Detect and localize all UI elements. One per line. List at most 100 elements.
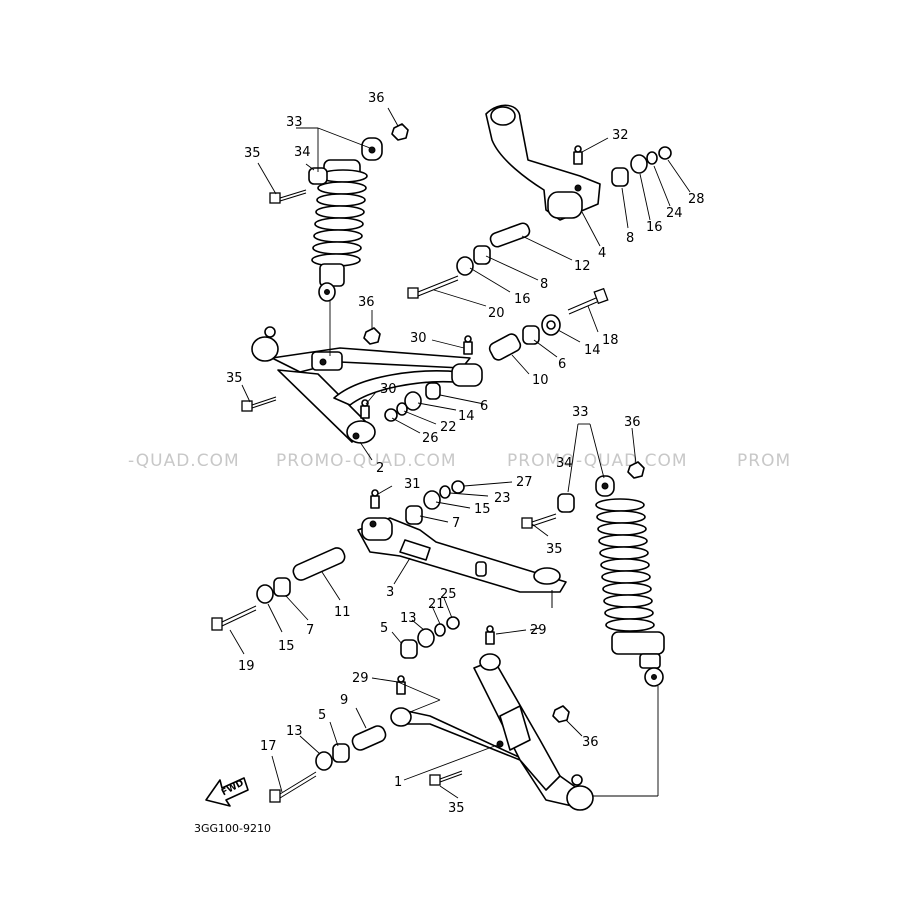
nut-36-arm2 <box>363 327 381 345</box>
bolt-35-arm1 <box>429 770 463 786</box>
part-label: 16 <box>646 220 663 235</box>
part-label: 14 <box>458 409 475 424</box>
watermark-text: -QUAD.COM <box>128 451 240 471</box>
part-label: 24 <box>666 206 683 221</box>
shock-absorber-left <box>311 137 383 302</box>
part-label: 17 <box>260 739 277 754</box>
part-label: 29 <box>352 671 369 686</box>
bolt-18 <box>567 287 609 315</box>
part-label: 35 <box>448 801 465 816</box>
collar-9 <box>351 725 387 751</box>
bolt-35-arm2 <box>241 396 277 412</box>
part-label: 6 <box>480 399 488 414</box>
lower-arm-1 <box>390 653 594 811</box>
part-label: 22 <box>440 420 457 435</box>
washer-23 <box>439 485 451 499</box>
part-label: 34 <box>556 456 573 471</box>
part-label: 3 <box>386 585 394 600</box>
nut-26 <box>384 408 398 422</box>
part-label: 13 <box>400 611 417 626</box>
watermark-text: PROMO-QUAD.COM <box>507 451 688 471</box>
part-label: 5 <box>380 621 388 636</box>
part-label: 10 <box>532 373 549 388</box>
grease-nipple-29-top <box>485 625 495 645</box>
nut-36-left-top <box>391 123 409 141</box>
part-label: 27 <box>516 475 533 490</box>
part-label: 36 <box>624 415 641 430</box>
collar-10 <box>488 333 522 361</box>
bolt-20 <box>407 275 459 299</box>
nut-36-right-top <box>627 461 645 479</box>
bolt-35-left-top <box>269 189 307 204</box>
part-label: 32 <box>612 128 629 143</box>
part-label: 28 <box>688 192 705 207</box>
part-label: 36 <box>368 91 385 106</box>
shock-absorber-right <box>595 475 665 687</box>
part-label: 6 <box>558 357 566 372</box>
part-label: 9 <box>340 693 348 708</box>
watermark-text: PROMO-QUAD.COM <box>276 451 457 471</box>
grease-nipple-29-bottom <box>396 675 406 695</box>
washer-15-upper <box>423 490 441 510</box>
upper-arm-4 <box>485 104 601 221</box>
part-label: 11 <box>334 605 351 620</box>
fwd-arrow-icon: FWD <box>205 777 249 807</box>
grease-nipple-32 <box>573 145 583 165</box>
lower-arm-3 <box>357 517 567 608</box>
part-label: 7 <box>306 623 314 638</box>
part-label: 2 <box>376 461 384 476</box>
part-label: 8 <box>540 277 548 292</box>
part-label: 13 <box>286 724 303 739</box>
collar-12 <box>489 222 531 248</box>
washer-13-lower <box>315 751 333 771</box>
part-label: 15 <box>278 639 295 654</box>
upper-arm-2 <box>251 326 483 444</box>
part-label: 19 <box>238 659 255 674</box>
bolt-19 <box>211 605 257 631</box>
part-label: 8 <box>626 231 634 246</box>
part-label: 16 <box>514 292 531 307</box>
leader-lines <box>229 107 691 799</box>
bushing-7-lower <box>273 577 291 597</box>
part-label: 36 <box>582 735 599 750</box>
part-label: 34 <box>294 145 311 160</box>
grease-nipple-30-bottom <box>360 399 370 419</box>
bushing-34-right <box>557 493 575 513</box>
washer-16-right <box>630 154 648 174</box>
part-label: 35 <box>546 542 563 557</box>
diagram-code: 3GG100-9210 <box>194 822 271 835</box>
part-label: 26 <box>422 431 439 446</box>
nut-25 <box>446 616 460 630</box>
grease-nipple-31 <box>370 489 380 509</box>
grease-nipple-30-top <box>463 335 473 355</box>
part-label: 1 <box>394 775 402 790</box>
washer-14-upper <box>541 314 561 336</box>
part-label: 21 <box>428 597 445 612</box>
part-label: 5 <box>318 708 326 723</box>
nut-36-arm1 <box>552 705 570 723</box>
part-label: 31 <box>404 477 421 492</box>
part-label: 20 <box>488 306 505 321</box>
bushing-7-upper <box>405 505 423 525</box>
part-label: 18 <box>602 333 619 348</box>
part-label: 25 <box>440 587 457 602</box>
part-label: 7 <box>452 516 460 531</box>
part-label: 36 <box>358 295 375 310</box>
part-label: 23 <box>494 491 511 506</box>
part-label: 14 <box>584 343 601 358</box>
part-label: 35 <box>226 371 243 386</box>
part-label: 4 <box>598 246 606 261</box>
bushing-5-lower <box>332 743 350 763</box>
part-label: 12 <box>574 259 591 274</box>
part-label: 33 <box>286 115 303 130</box>
bushing-6-lower <box>425 382 441 400</box>
part-label: 30 <box>410 331 427 346</box>
bolt-35-right <box>521 513 557 529</box>
watermark-text: PROM <box>737 451 791 471</box>
nut-28 <box>658 146 672 160</box>
washer-22 <box>396 402 408 416</box>
washer-21 <box>434 623 446 637</box>
bushing-8-left <box>473 245 491 265</box>
part-label: 29 <box>530 623 547 638</box>
